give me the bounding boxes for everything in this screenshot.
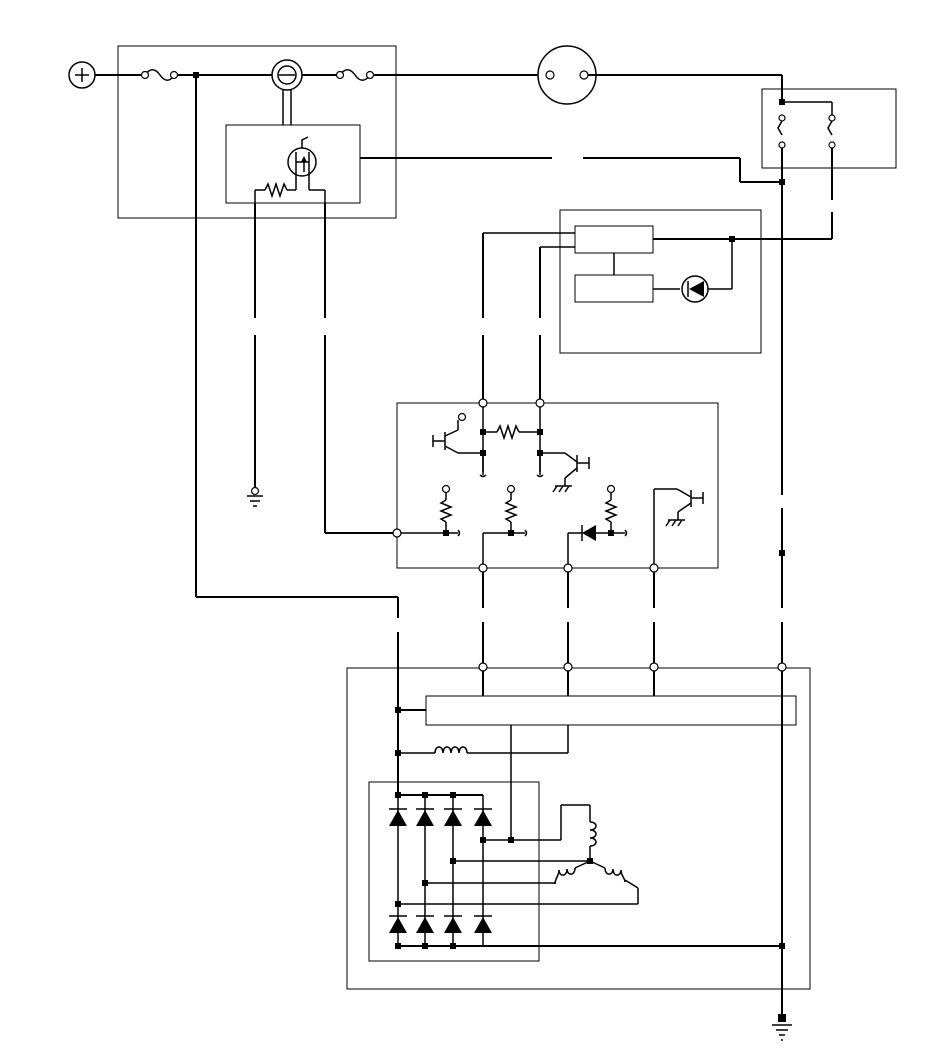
fuse-2: [335, 69, 375, 81]
diode-icon: [681, 275, 709, 303]
control-block-lower: [574, 274, 654, 303]
relay-coil-transistor-icon: [287, 136, 317, 177]
rectifier-bridge: [368, 781, 540, 962]
fuse-1: [140, 69, 179, 81]
transistor-icon-1: [432, 412, 483, 454]
field-coil-icon: [395, 725, 569, 756]
stator-windings-icon: [554, 821, 639, 889]
ignition-switch: [271, 59, 303, 125]
resistor-3: [438, 484, 454, 533]
resistor-1: [255, 172, 297, 199]
transistor-icon-3: [653, 488, 704, 564]
voltage-regulator: [425, 695, 797, 726]
control-block-upper: [574, 225, 654, 254]
charge-warning-lamp: [537, 45, 597, 105]
resistor-4: [503, 484, 519, 533]
ground-icon: [247, 486, 263, 507]
rectifier-diodes-lower: [389, 915, 492, 933]
alternator: [346, 667, 811, 990]
relay-contact-icon: [777, 114, 836, 149]
control-module: [559, 209, 762, 354]
rectifier-diodes-upper: [389, 808, 492, 826]
transistor-icon-2: [540, 452, 590, 493]
relay-module: [225, 124, 361, 204]
battery-positive-terminal: [68, 61, 96, 89]
resistor-2: [483, 423, 540, 441]
ground-icon: [772, 1014, 792, 1041]
fuse-relay-box: [117, 45, 397, 219]
relay: [761, 88, 897, 169]
resistor-5: [603, 484, 619, 533]
diode-icon-2: [568, 525, 628, 541]
ecu-interface-circuit: [396, 402, 719, 569]
